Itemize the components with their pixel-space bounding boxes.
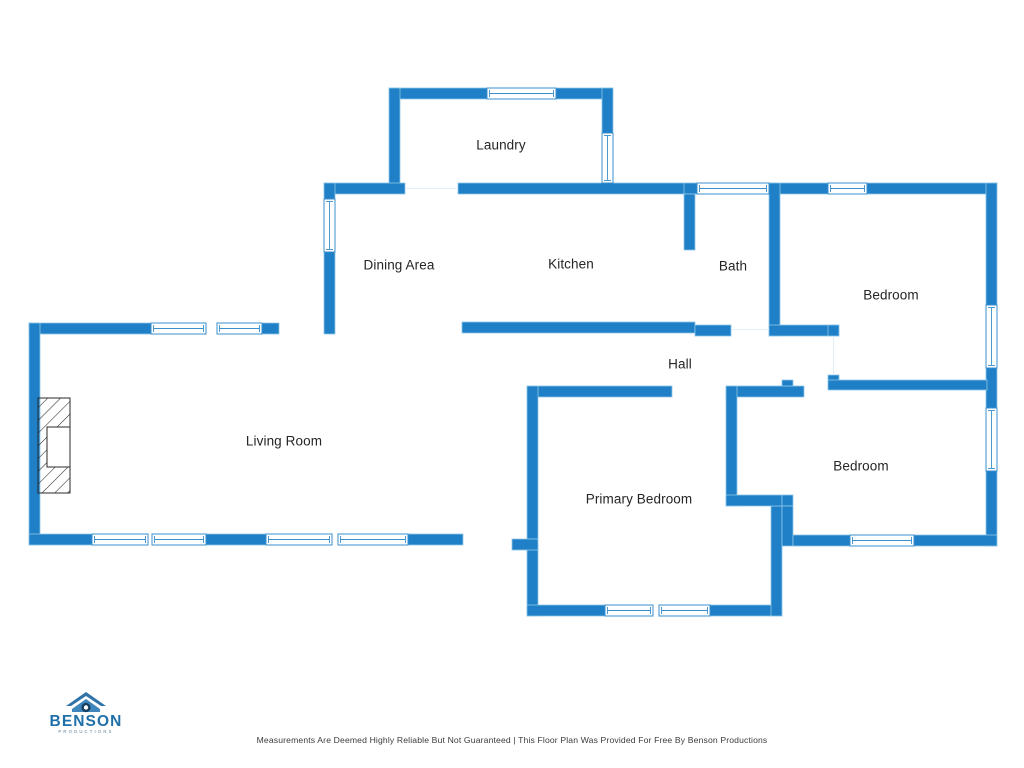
wall-laundry-right-upper <box>601 87 614 134</box>
window-laundry-top-window <box>486 87 557 100</box>
wall-bath-right-divider <box>768 182 781 337</box>
door-hall-to-bedroom-door <box>833 336 834 375</box>
wall-bed2-bottom-right <box>913 534 998 547</box>
room-label-bath: Bath <box>719 259 747 274</box>
wall-primary-right-wall <box>770 505 783 617</box>
wall-living-bottom-left <box>28 533 93 546</box>
wall-house-top-bedroom <box>866 182 998 195</box>
wall-closet-bottom-wall <box>725 494 783 507</box>
room-label-kitchen: Kitchen <box>548 257 594 272</box>
wall-closet-top-wall <box>725 385 805 398</box>
room-label-laundry: Laundry <box>476 138 526 153</box>
wall-bed2-left-upper <box>781 494 794 507</box>
window-living-top-window-2 <box>216 322 263 335</box>
wall-living-top-wall <box>28 322 152 335</box>
wall-house-top-kitchen <box>457 182 694 195</box>
room-label-living-room: Living Room <box>246 434 322 449</box>
window-laundry-right-window <box>601 132 614 184</box>
room-label-primary-bedroom: Primary Bedroom <box>586 492 693 507</box>
window-living-bottom-window-3 <box>265 533 333 546</box>
wall-house-top-dining <box>323 182 406 195</box>
footer-disclaimer: Measurements Are Deemed Highly Reliable … <box>256 735 768 745</box>
logo-wordmark: BENSON <box>50 713 123 730</box>
logo-svg: BENSON PRODUCTIONS <box>50 692 123 734</box>
wall-bath-bottom <box>694 324 732 337</box>
wall-living-bottom-mid <box>205 533 267 546</box>
wall-living-bottom-right <box>407 533 464 546</box>
window-living-top-window-1 <box>150 322 207 335</box>
wall-kitchen-bath-divider <box>683 193 696 251</box>
wall-primary-top-wall <box>526 385 673 398</box>
room-label-dining-area: Dining Area <box>364 258 435 273</box>
wall-bedroom-divider-mid <box>827 379 988 391</box>
door-openings-layer <box>405 188 834 375</box>
wall-laundry-top-left <box>388 87 489 100</box>
wall-laundry-left <box>388 87 401 192</box>
window-bedroom-top-window <box>827 182 868 195</box>
wall-kitchen-bottom <box>461 321 696 334</box>
window-primary-bottom-window-1 <box>604 604 654 617</box>
wall-dining-left-lower <box>323 251 336 335</box>
window-dining-left-window <box>323 198 336 253</box>
window-bedroom-right-window-1 <box>985 304 998 369</box>
room-label-bedroom-top: Bedroom <box>863 288 918 303</box>
benson-productions-logo: BENSON PRODUCTIONS <box>38 686 134 736</box>
wall-living-top-wall-right <box>261 322 280 335</box>
window-living-bottom-window-4 <box>337 533 409 546</box>
window-primary-bottom-window-2 <box>658 604 711 617</box>
window-bath-top-window <box>696 182 770 195</box>
fireplace <box>37 397 71 494</box>
wall-dining-left-upper <box>323 182 336 200</box>
wall-bed2-left-wall <box>781 505 794 547</box>
fireplace-layer <box>37 397 71 494</box>
wall-closet-left-wall <box>725 385 738 507</box>
room-label-bedroom-bottom: Bedroom <box>833 459 888 474</box>
window-bedroom-right-window-2 <box>985 407 998 472</box>
wall-primary-bottom-left <box>526 604 606 617</box>
door-kitchen-entry-door <box>405 188 458 189</box>
logo-subword: PRODUCTIONS <box>58 729 113 734</box>
wall-hall-right-divider <box>781 379 794 387</box>
window-living-bottom-window-1 <box>91 533 149 546</box>
house-camera-icon <box>66 692 106 713</box>
wall-bed2-bottom-left <box>792 534 851 547</box>
wall-primary-left-stub <box>511 538 539 551</box>
room-label-hall: Hall <box>668 357 692 372</box>
window-living-bottom-window-2 <box>151 533 207 546</box>
door-hall-to-bath-door <box>731 329 769 330</box>
wall-primary-left-wall <box>526 385 539 540</box>
windows-layer <box>91 87 998 617</box>
wall-hall-bedroom-stub <box>827 324 840 337</box>
window-bed2-bottom-window <box>849 534 915 547</box>
wall-house-top-bath <box>683 182 698 195</box>
